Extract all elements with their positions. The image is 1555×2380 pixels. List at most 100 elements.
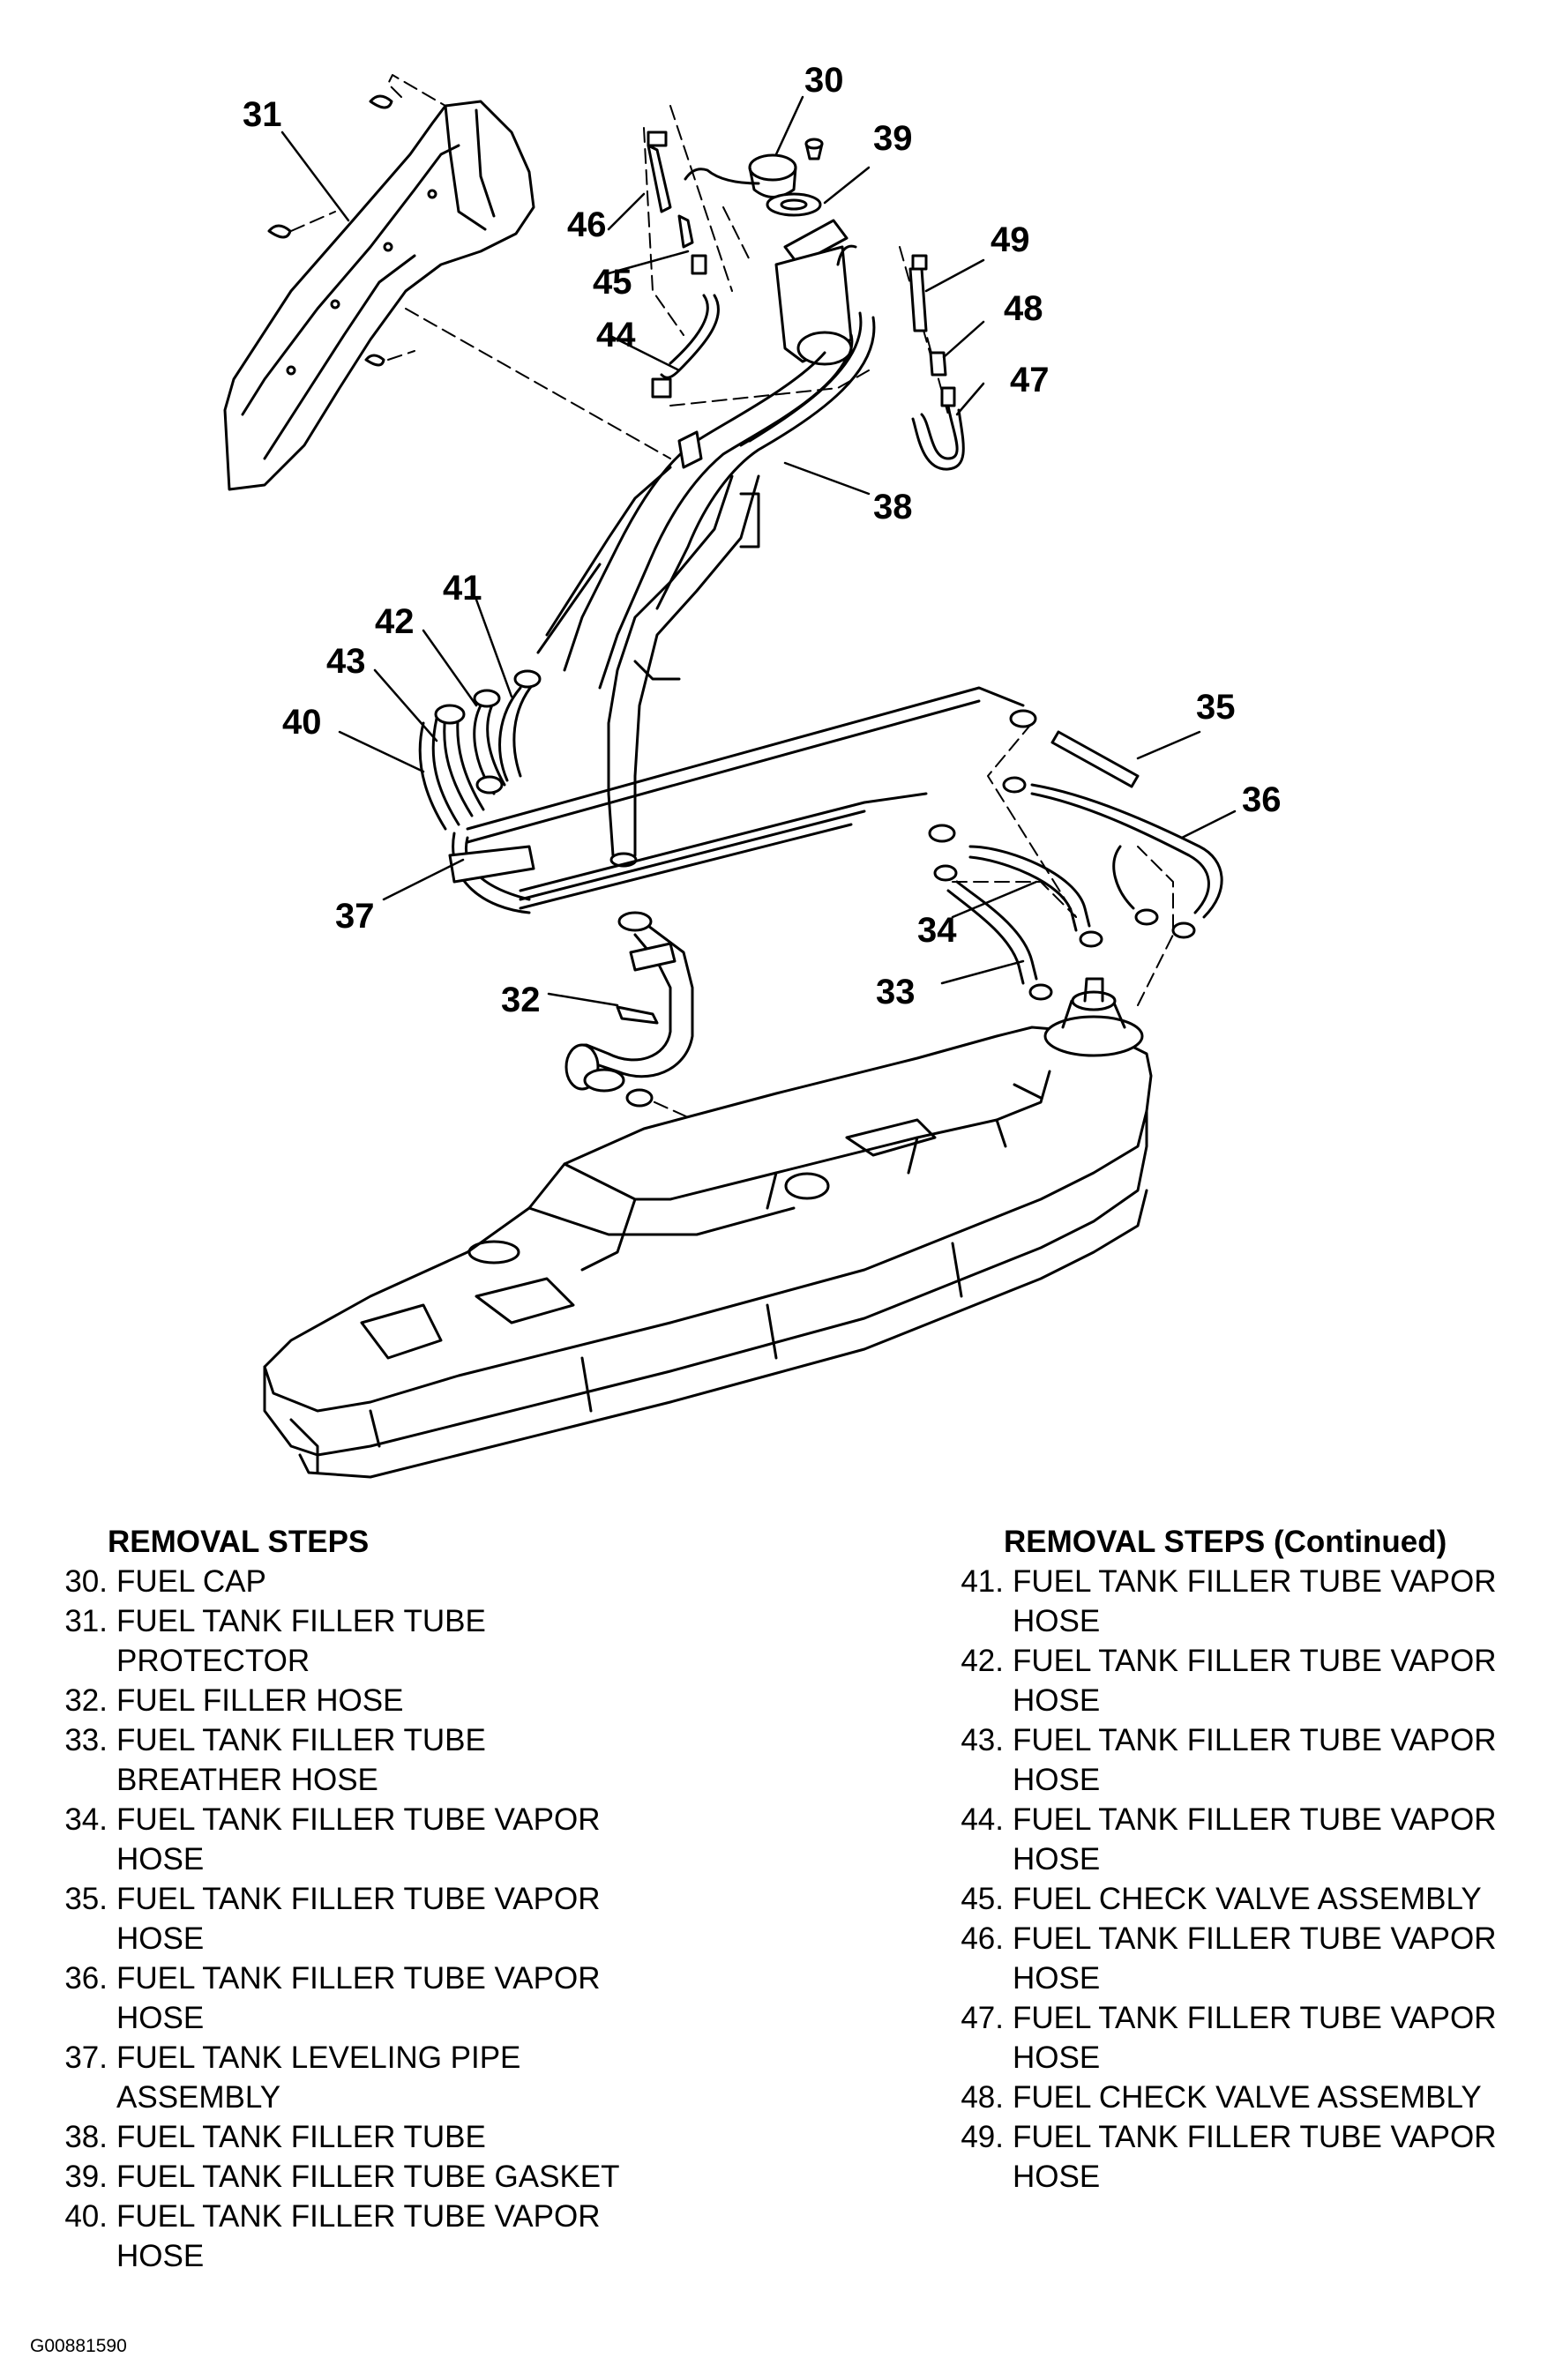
- step-number: 36.: [64, 1961, 108, 1996]
- step-description-line: HOSE: [1013, 1604, 1101, 1638]
- callout-38: 38: [873, 488, 913, 526]
- step-description: FUEL TANK FILLER TUBE VAPOR HOSE: [108, 2197, 681, 2276]
- step-description-line: FUEL TANK FILLER TUBE: [116, 1723, 486, 1757]
- step-number: 37.: [64, 2041, 108, 2075]
- step-number: 42.: [961, 1644, 1004, 1678]
- step-description-line: FUEL TANK FILLER TUBE VAPOR: [1013, 2120, 1497, 2154]
- removal-step-item: 43. FUEL TANK FILLER TUBE VAPOR HOSE: [931, 1720, 1549, 1800]
- removal-step-item: 42. FUEL TANK FILLER TUBE VAPOR HOSE: [931, 1641, 1549, 1720]
- step-description-line: HOSE: [1013, 1683, 1101, 1718]
- step-description-line: FUEL FILLER HOSE: [116, 1683, 404, 1718]
- step-description: FUEL TANK FILLER TUBE PROTECTOR: [108, 1601, 681, 1681]
- removal-step-item: 49. FUEL TANK FILLER TUBE VAPOR HOSE: [931, 2117, 1549, 2197]
- step-number: 32.: [64, 1683, 108, 1718]
- removal-steps-continued-list: REMOVAL STEPS (Continued) 41.FUEL TANK F…: [931, 1522, 1549, 2197]
- step-number: 48.: [961, 2080, 1004, 2115]
- removal-step-item: 30.FUEL CAP: [42, 1562, 713, 1601]
- upper-right-vapor-hoses: [908, 254, 965, 471]
- step-description-line: FUEL CHECK VALVE ASSEMBLY: [1013, 2080, 1482, 2115]
- step-description-line: FUEL CHECK VALVE ASSEMBLY: [1013, 1882, 1482, 1916]
- step-number: 40.: [64, 2199, 108, 2234]
- removal-step-item: 32.FUEL FILLER HOSE: [42, 1681, 713, 1720]
- step-description-line: FUEL TANK FILLER TUBE: [116, 1604, 486, 1638]
- callout-44: 44: [596, 316, 636, 354]
- removal-step-item: 33.FUEL TANK FILLER TUBE BREATHER HOSE: [42, 1720, 713, 1800]
- callout-33: 33: [876, 973, 916, 1011]
- left-vapor-hoses: [418, 669, 542, 831]
- callout-36: 36: [1242, 780, 1282, 819]
- removal-step-item: 36.FUEL TANK FILLER TUBE VAPOR HOSE: [42, 1958, 713, 2038]
- step-number: 49.: [961, 2120, 1004, 2154]
- step-description-line: FUEL TANK FILLER TUBE VAPOR: [116, 1802, 601, 1837]
- step-description: FUEL TANK FILLER TUBE VAPOR HOSE: [108, 1800, 681, 1879]
- callout-49: 49: [991, 220, 1030, 259]
- step-description-line: PROTECTOR: [116, 1644, 310, 1678]
- callout-45: 45: [593, 263, 632, 302]
- step-description-line: FUEL CAP: [116, 1564, 266, 1599]
- callout-41: 41: [443, 569, 482, 608]
- step-number: 44.: [961, 1802, 1004, 1837]
- step-description-line: FUEL TANK FILLER TUBE VAPOR: [116, 1961, 601, 1996]
- step-description: FUEL TANK FILLER TUBE: [108, 2117, 681, 2157]
- step-description: FUEL TANK FILLER TUBE VAPOR HOSE: [108, 1958, 681, 2038]
- step-description-line: HOSE: [116, 1921, 205, 1956]
- fuel-system-exploded-diagram: 31 30 39 46 45 44 49 48 47 38 41 42 43 4…: [223, 61, 1282, 1479]
- right-vapor-hoses: [928, 709, 1223, 1001]
- callout-40: 40: [282, 703, 322, 742]
- fuel-tank-part: [263, 977, 1153, 1479]
- step-description-line: FUEL TANK FILLER TUBE VAPOR: [1013, 1723, 1497, 1757]
- step-description-line: HOSE: [116, 2001, 205, 2035]
- step-description-line: FUEL TANK FILLER TUBE: [116, 2120, 486, 2154]
- removal-steps-continued-heading: REMOVAL STEPS (Continued): [1004, 1525, 1447, 1559]
- step-description-line: FUEL TANK FILLER TUBE VAPOR: [116, 2199, 601, 2234]
- callout-34: 34: [917, 911, 957, 950]
- figure-code: G00881590: [30, 2336, 127, 2356]
- upper-left-vapor-hoses: [647, 131, 720, 399]
- filler-tube-protector-part: [223, 94, 535, 491]
- removal-step-item: 47. FUEL TANK FILLER TUBE VAPOR HOSE: [931, 1998, 1549, 2078]
- step-description: FUEL CHECK VALVE ASSEMBLY: [1004, 2078, 1542, 2117]
- step-description-line: HOSE: [1013, 2160, 1101, 2194]
- step-number: 33.: [64, 1723, 108, 1757]
- removal-steps-heading: REMOVAL STEPS: [108, 1525, 370, 1559]
- step-description: FUEL TANK FILLER TUBE GASKET: [108, 2157, 681, 2197]
- removal-step-item: 48. FUEL CHECK VALVE ASSEMBLY: [931, 2078, 1549, 2117]
- step-description: FUEL CHECK VALVE ASSEMBLY: [1004, 1879, 1542, 1919]
- step-description-line: HOSE: [116, 2239, 205, 2273]
- step-number: 43.: [961, 1723, 1004, 1757]
- step-description: FUEL TANK FILLER TUBE VAPOR HOSE: [1004, 1720, 1542, 1800]
- callout-48: 48: [1004, 289, 1043, 328]
- callout-43: 43: [326, 642, 366, 681]
- step-description: FUEL TANK FILLER TUBE VAPOR HOSE: [1004, 1641, 1542, 1720]
- step-number: 31.: [64, 1604, 108, 1638]
- step-description-line: BREATHER HOSE: [116, 1763, 378, 1797]
- step-number: 46.: [961, 1921, 1004, 1956]
- step-description-line: HOSE: [1013, 1763, 1101, 1797]
- removal-step-item: 45.FUEL CHECK VALVE ASSEMBLY: [931, 1879, 1549, 1919]
- step-number: 38.: [64, 2120, 108, 2154]
- step-description: FUEL CAP: [108, 1562, 681, 1601]
- callout-31: 31: [243, 95, 282, 134]
- step-description-line: FUEL TANK FILLER TUBE VAPOR: [1013, 1644, 1497, 1678]
- step-description: FUEL FILLER HOSE: [108, 1681, 681, 1720]
- step-number: 47.: [961, 2001, 1004, 2035]
- filler-neck-part: [684, 138, 857, 366]
- step-description-line: FUEL TANK FILLER TUBE VAPOR: [1013, 2001, 1497, 2035]
- step-description: FUEL TANK FILLER TUBE BREATHER HOSE: [108, 1720, 681, 1800]
- removal-step-item: 39.FUEL TANK FILLER TUBE GASKET: [42, 2157, 713, 2197]
- step-description-line: HOSE: [1013, 2041, 1101, 2075]
- step-description: FUEL TANK FILLER TUBE VAPOR HOSE: [1004, 2117, 1542, 2197]
- step-description-line: HOSE: [116, 1842, 205, 1876]
- step-number: 30.: [64, 1564, 108, 1599]
